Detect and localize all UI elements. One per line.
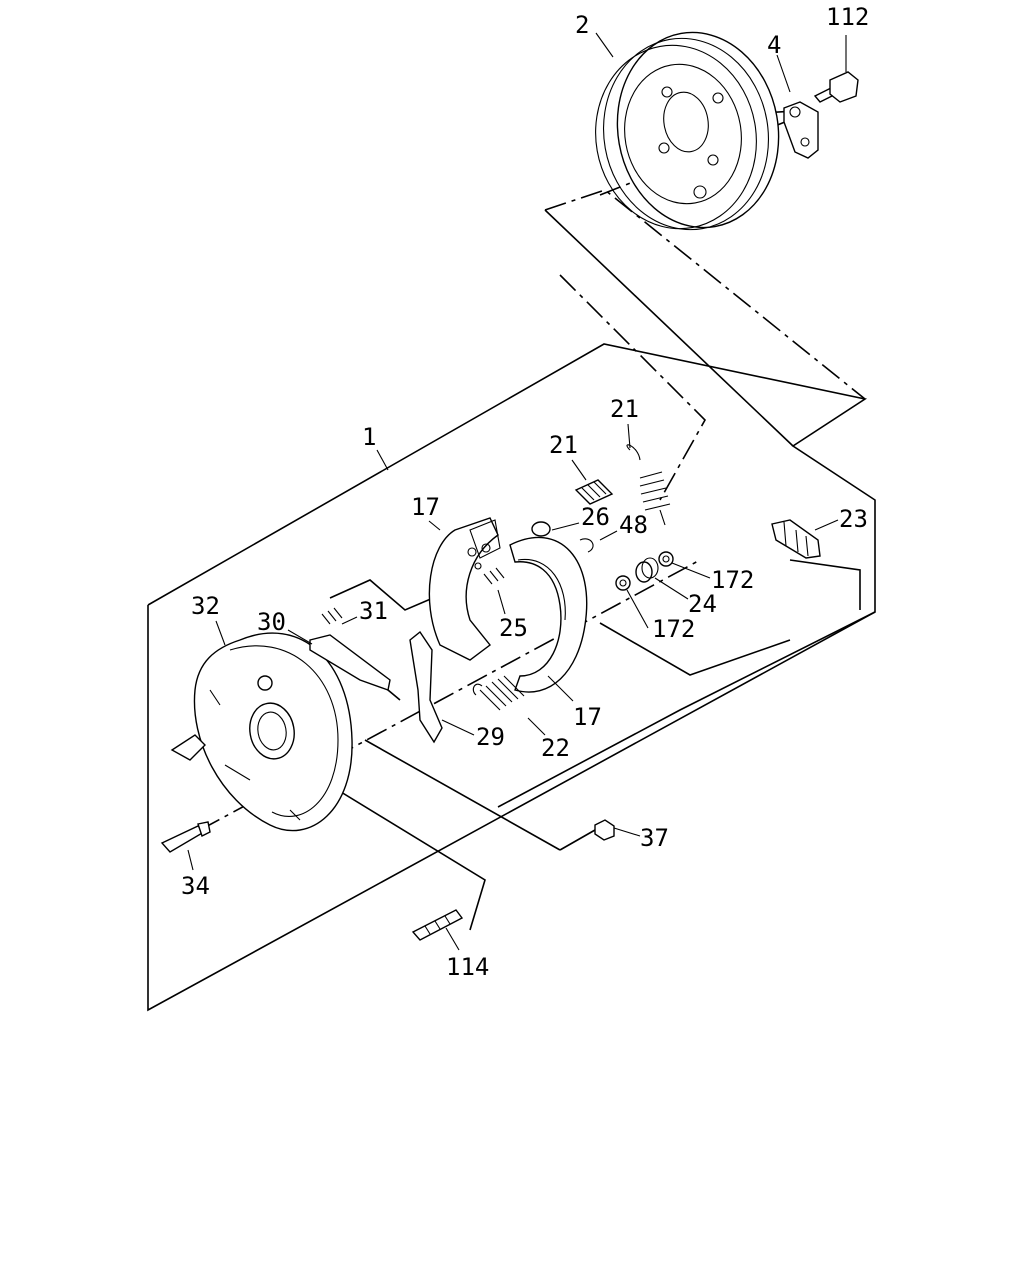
label-strut: 29 [476, 723, 505, 751]
label-spring-22: 22 [541, 734, 570, 762]
label-shoe-front: 17 [573, 703, 602, 731]
label-spring-24: 24 [688, 590, 717, 618]
label-clip-48: 48 [619, 511, 648, 539]
spring-22 [472, 675, 525, 711]
label-bleeder: 112 [826, 3, 869, 31]
strut-29 [409, 630, 443, 744]
brake-shoe-rear [428, 517, 501, 661]
washer-172-a [658, 551, 674, 567]
label-nut: 37 [640, 824, 669, 852]
label-spring-31: 31 [359, 597, 388, 625]
label-lever: 30 [257, 608, 286, 636]
label-cylinder: 23 [839, 505, 868, 533]
label-washer-172-a: 172 [711, 566, 754, 594]
brake-shoe-front [509, 536, 588, 693]
stud-114 [411, 909, 464, 941]
bleeder-bolt [813, 71, 859, 103]
nut-37 [594, 819, 615, 841]
leader-lines [187, 32, 847, 951]
label-clip: 4 [767, 31, 781, 59]
washer-26 [531, 521, 551, 537]
brake-drum [595, 31, 780, 231]
clip-part-4 [783, 101, 819, 159]
parking-lever [309, 634, 391, 691]
part-labels: 2 4 112 1 21 21 17 26 48 23 172 24 172 2… [181, 3, 869, 981]
spring-31 [321, 607, 343, 625]
spring-21-lower [574, 479, 614, 505]
backing-plate [170, 632, 353, 832]
label-bolt: 34 [181, 872, 210, 900]
label-spring-upper-right: 21 [610, 395, 639, 423]
assembly-outline [147, 189, 876, 1012]
label-spring-upper-left: 21 [549, 431, 578, 459]
spring-21-upper [626, 444, 671, 526]
label-spring-25: 25 [499, 614, 528, 642]
clip-48 [579, 538, 594, 553]
label-washer-172-b: 172 [652, 615, 695, 643]
label-assembly: 1 [362, 423, 376, 451]
label-drum: 2 [575, 11, 589, 39]
label-shoe-rear: 17 [411, 493, 440, 521]
label-stud: 114 [446, 953, 489, 981]
bolt-34 [160, 821, 211, 853]
spring-24 [635, 557, 659, 583]
label-washer-26: 26 [581, 503, 610, 531]
washer-172-b [615, 575, 631, 591]
wheel-cylinder [771, 519, 821, 559]
label-plate: 32 [191, 592, 220, 620]
spring-25 [483, 567, 505, 585]
